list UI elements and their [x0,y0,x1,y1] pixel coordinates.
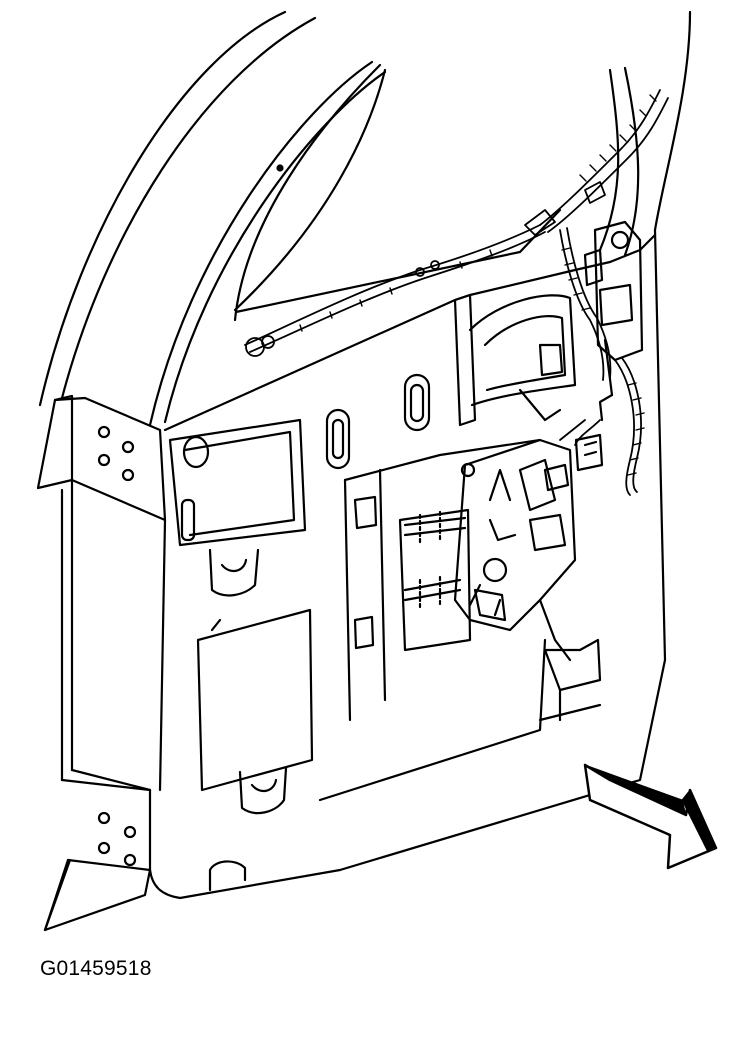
small-hole [278,166,283,171]
door-frame-outline [40,12,690,660]
panel-slots [327,375,429,468]
inside-handle-housing [455,295,575,425]
front-direction-arrow [585,765,716,868]
lock-actuator [576,222,642,470]
lock-rods [405,512,465,610]
hinge-pillar [38,396,165,930]
regulator-frame [345,440,540,720]
figure-id-label: G01459518 [40,957,152,980]
wiring-harness [245,90,668,495]
lower-access-cover [198,610,312,813]
inner-panel-outline [150,235,665,898]
door-latch-assembly [455,440,600,720]
hinge-bolt-holes [99,427,135,865]
harness-ticks [300,95,656,475]
upper-access-cover [170,420,305,595]
